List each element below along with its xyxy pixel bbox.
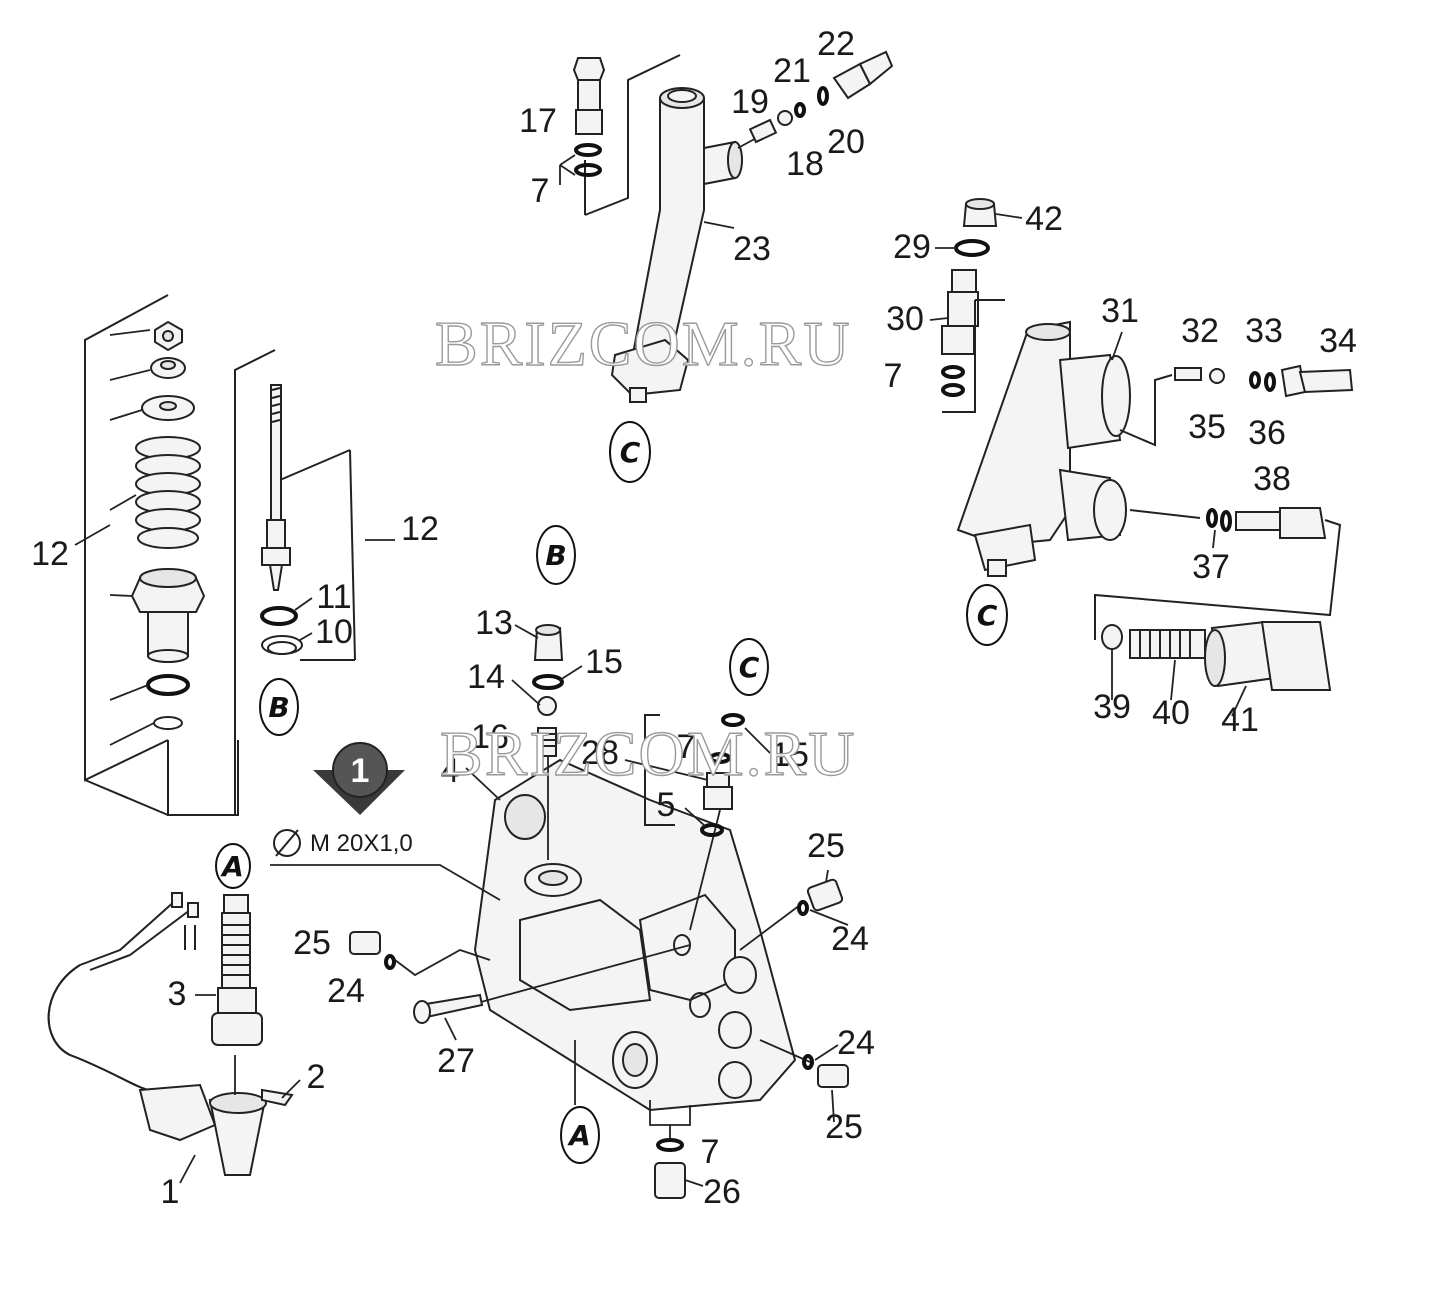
callout-15-right: 15	[771, 736, 809, 774]
connector-c-right: C	[966, 584, 1008, 646]
spring	[135, 436, 201, 549]
callout-12-right: 12	[401, 510, 439, 548]
callout-17: 17	[519, 102, 557, 140]
callout-40: 40	[1152, 694, 1190, 732]
check-valve-parts	[532, 624, 745, 837]
callout-36: 36	[1248, 414, 1286, 452]
callout-2: 2	[307, 1058, 326, 1096]
callout-26: 26	[703, 1173, 741, 1211]
thread-spec-label: M 20X1,0	[310, 830, 413, 857]
callout-25-left: 25	[293, 924, 331, 962]
callout-24-upper-right: 24	[831, 920, 869, 958]
callout-25-upper-right: 25	[807, 827, 845, 865]
callout-labels: 1 2 3 4 5 7 7 7 7 10 11 12 12 13 14 15 1…	[31, 25, 1357, 1211]
callout-7-tube: 7	[531, 172, 550, 210]
spring-valve-assembly	[84, 294, 239, 816]
svg-text:A: A	[567, 1119, 591, 1152]
callout-13: 13	[475, 604, 513, 642]
callout-4: 4	[441, 752, 460, 790]
callout-32: 32	[1181, 312, 1219, 350]
callout-7-bottom: 7	[701, 1133, 720, 1171]
callout-15-top: 15	[585, 643, 623, 681]
connector-c-top: C	[609, 421, 651, 483]
callout-27: 27	[437, 1042, 475, 1080]
callout-28: 28	[581, 734, 619, 772]
plugs	[349, 878, 849, 1199]
svg-text:B: B	[268, 691, 289, 724]
bypass-tube-assembly	[559, 50, 894, 403]
callout-23: 23	[733, 230, 771, 268]
watermark-center: BRIZCOM.RU	[440, 718, 857, 789]
callout-25-lower-right: 25	[825, 1108, 863, 1146]
needle-assembly	[234, 349, 356, 815]
watermark-top: BRIZCOM.RU	[435, 308, 852, 379]
connector-c-mid: C	[729, 638, 769, 696]
callout-3: 3	[168, 975, 187, 1013]
callout-30: 30	[886, 300, 924, 338]
callout-16: 16	[471, 718, 509, 756]
thread-spec: M 20X1,0	[273, 829, 413, 857]
screw	[413, 993, 484, 1024]
pump-head	[270, 740, 811, 1140]
callout-34: 34	[1319, 322, 1357, 360]
callout-41: 41	[1221, 701, 1259, 739]
callout-11: 11	[316, 578, 351, 616]
callout-12-left: 12	[31, 535, 69, 573]
callout-1: 1	[161, 1173, 180, 1211]
note-number: 1	[351, 752, 370, 790]
callout-31: 31	[1101, 292, 1139, 330]
note-marker: 1	[313, 742, 405, 815]
svg-text:C: C	[620, 436, 641, 469]
callout-22: 22	[817, 25, 855, 63]
connector-marks: A A B B C C C	[215, 421, 1008, 1164]
svg-text:C: C	[739, 651, 760, 684]
callout-24-lower-right: 24	[837, 1024, 875, 1062]
callout-10: 10	[315, 613, 353, 651]
callout-38: 38	[1253, 460, 1291, 498]
callout-leaders	[74, 213, 1247, 1187]
connector-b-left: B	[259, 678, 299, 736]
callout-19: 19	[731, 83, 769, 121]
callout-42: 42	[1025, 200, 1063, 238]
connector-a-bottom: A	[560, 1106, 600, 1164]
callout-7-manifold: 7	[884, 357, 903, 395]
svg-text:A: A	[220, 850, 244, 883]
manifold-assembly	[941, 198, 1354, 691]
svg-text:B: B	[545, 539, 566, 572]
connector-b-top: B	[536, 525, 576, 585]
callout-14: 14	[467, 658, 505, 696]
callout-35: 35	[1188, 408, 1226, 446]
callout-21: 21	[773, 52, 811, 90]
callout-5: 5	[657, 786, 676, 824]
callout-37: 37	[1192, 548, 1230, 586]
callout-7-center: 7	[677, 728, 696, 766]
pressure-switch-assembly	[47, 892, 294, 1176]
callout-24-left: 24	[327, 972, 365, 1010]
callout-20: 20	[827, 123, 865, 161]
callout-33: 33	[1245, 312, 1283, 350]
callout-18: 18	[786, 145, 824, 183]
svg-text:C: C	[977, 599, 998, 632]
callout-29: 29	[893, 228, 931, 266]
connector-a-top: A	[215, 843, 251, 889]
